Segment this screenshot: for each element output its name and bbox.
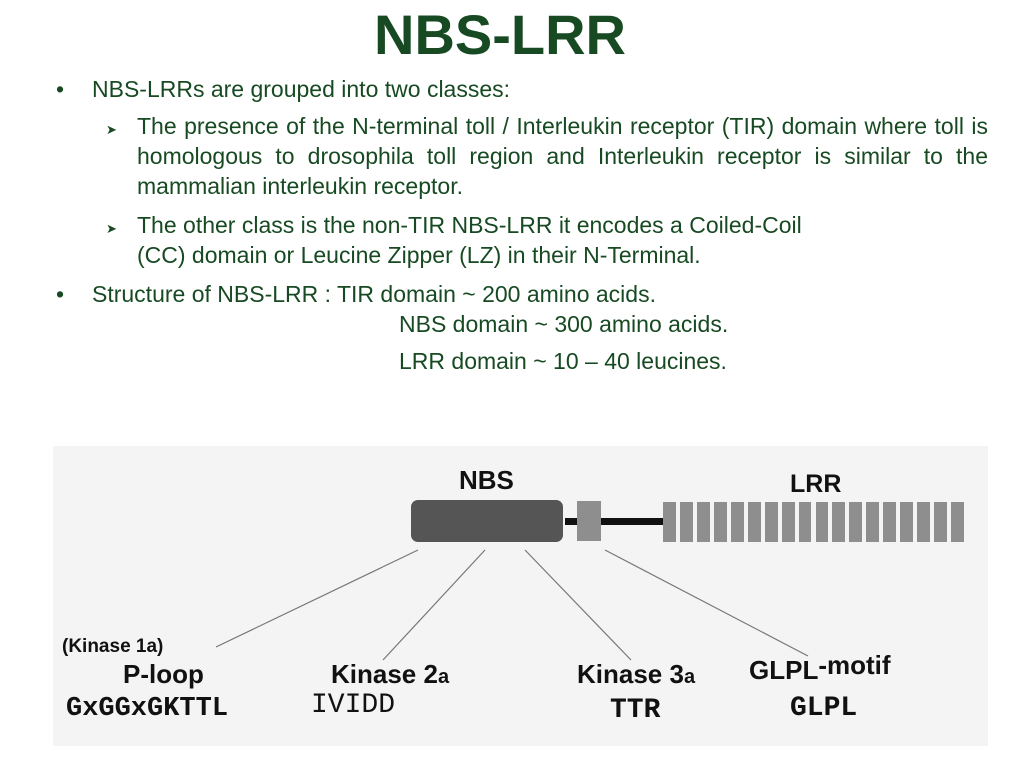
sub-bullet-tir: The presence of the N-terminal toll / In… bbox=[137, 113, 988, 199]
lrr-repeat-segment bbox=[815, 502, 829, 542]
kinase2-sub: a bbox=[437, 666, 450, 688]
lrr-repeat-segment bbox=[900, 502, 914, 542]
ploop-sequence: GxGGxGKTTL bbox=[66, 694, 229, 724]
nbs-label: NBS bbox=[459, 465, 514, 495]
glpl-suffix: -motif bbox=[818, 650, 891, 680]
ploop-label: P-loop bbox=[123, 659, 204, 689]
lrr-repeat-segment bbox=[934, 502, 948, 542]
connector-small bbox=[565, 518, 577, 525]
domain-diagram: NBS LRR (Kinase 1a) P-loop GxGGxGKTTL Ki… bbox=[53, 446, 988, 746]
nbs-domain-box bbox=[411, 500, 563, 542]
lrr-repeat-segment bbox=[747, 502, 761, 542]
connector-line bbox=[601, 518, 663, 525]
lrr-repeat-segment bbox=[713, 502, 727, 542]
glpl-main: GLPL bbox=[749, 655, 819, 685]
lrr-repeat-segment bbox=[764, 502, 778, 542]
kinase-1a-label: (Kinase 1a) bbox=[62, 636, 164, 657]
lrr-label: LRR bbox=[790, 470, 842, 498]
lrr-repeat-segment bbox=[798, 502, 812, 542]
leader-line-kinase3 bbox=[524, 549, 632, 661]
glpl-label: GLPL-motif bbox=[749, 650, 891, 686]
lrr-repeat-segment bbox=[696, 502, 710, 542]
kinase3-main: Kinase 3 bbox=[577, 659, 684, 689]
lrr-repeat-segment bbox=[866, 502, 880, 542]
lrr-repeat-segment bbox=[832, 502, 846, 542]
sub-bullet-non-tir-line1: The other class is the non-TIR NBS-LRR i… bbox=[137, 212, 802, 238]
lrr-repeat-segment bbox=[849, 502, 863, 542]
leader-line-glpl bbox=[604, 549, 809, 657]
bullet-structure-line1: Structure of NBS-LRR : TIR domain ~ 200 … bbox=[92, 281, 656, 307]
lrr-repeats bbox=[663, 502, 968, 542]
sub-bullet-non-tir-line2: (CC) domain or Leucine Zipper (LZ) in th… bbox=[137, 242, 701, 268]
kinase3-sequence: TTR bbox=[610, 695, 661, 726]
sub-bullet-arrow-icon: ➤ bbox=[106, 221, 117, 236]
kinase3-label: Kinase 3a bbox=[577, 659, 695, 690]
lrr-repeat-segment bbox=[951, 502, 964, 542]
kinase3-sub: a bbox=[683, 666, 696, 688]
lrr-repeat-segment bbox=[730, 502, 744, 542]
bullet-structure-line3: LRR domain ~ 10 – 40 leucines. bbox=[399, 348, 727, 374]
kinase2-label: Kinase 2a bbox=[331, 659, 449, 690]
lrr-repeat-segment bbox=[663, 502, 676, 542]
lrr-repeat-segment bbox=[781, 502, 795, 542]
bullet-dot: • bbox=[56, 281, 65, 307]
bullet-structure-line2: NBS domain ~ 300 amino acids. bbox=[399, 311, 729, 337]
linker-box bbox=[577, 501, 601, 541]
bullet-dot: • bbox=[56, 76, 65, 102]
sub-bullet-arrow-icon: ➤ bbox=[106, 122, 117, 137]
lrr-repeat-segment bbox=[917, 502, 931, 542]
glpl-sequence: GLPL bbox=[790, 693, 858, 724]
bullet-classes: NBS-LRRs are grouped into two classes: bbox=[92, 76, 511, 102]
leader-line-kinase2 bbox=[382, 549, 486, 661]
lrr-repeat-segment bbox=[883, 502, 897, 542]
slide-title: NBS-LRR bbox=[374, 3, 626, 66]
kinase2-main: Kinase 2 bbox=[331, 659, 438, 689]
leader-line-ploop bbox=[215, 549, 419, 648]
kinase2-sequence: IVIDD bbox=[311, 690, 396, 721]
connector-lines bbox=[215, 549, 809, 661]
lrr-repeat-segment bbox=[679, 502, 693, 542]
